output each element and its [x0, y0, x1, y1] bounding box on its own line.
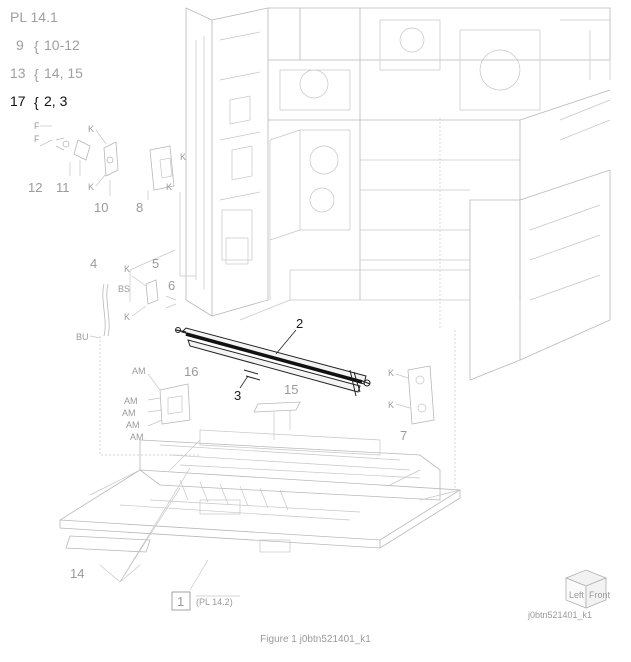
fastener-f: F [34, 121, 40, 131]
printer-frame-drawing [99, 7, 611, 490]
legend-brace-icon: { [34, 38, 39, 54]
left-small-parts [39, 125, 119, 196]
callout-2: 2 [296, 316, 303, 331]
image-id-label: j0btn521401_k1 [528, 610, 593, 620]
callout-12: 12 [28, 180, 42, 195]
lower-tray-drawing [58, 429, 462, 553]
part-15-sheet [253, 401, 301, 440]
part-16-bracket [147, 373, 191, 427]
fastener-k: K [88, 182, 94, 192]
fastener-am: AM [124, 396, 138, 406]
callout-11: 11 [56, 180, 70, 195]
legend-row-9-num: 9 [16, 37, 24, 53]
callout-3: 3 [234, 388, 241, 403]
orientation-front-label: Front [589, 590, 611, 600]
legend-brace-icon: { [34, 94, 39, 110]
legend-row-13-num: 13 [10, 65, 26, 81]
parts-4-5-6 [89, 275, 177, 339]
callout-14: 14 [70, 566, 84, 581]
callout-7: 7 [400, 428, 407, 443]
fastener-k: K [388, 368, 394, 378]
callout-1-reference: (PL 14.2) [196, 597, 233, 607]
callout-6: 6 [168, 278, 175, 293]
callout-4: 4 [90, 256, 97, 271]
fastener-k: K [124, 312, 130, 322]
part-1-leader [189, 559, 240, 597]
orientation-cube-icon: Left Front [564, 569, 611, 609]
fastener-k: K [88, 124, 94, 134]
part-7-bracket [395, 365, 435, 425]
part-2-detack-saw [175, 327, 371, 397]
legend-row-17-refs: 2, 3 [44, 93, 68, 109]
fastener-k: K [180, 152, 186, 162]
fastener-k: K [388, 400, 394, 410]
parts-list-legend: PL 14.1 9 { 10-12 13 { 14, 15 17 { 2, 3 [10, 9, 83, 110]
legend-row-9-refs: 10-12 [44, 37, 80, 53]
part-8-bracket [147, 145, 175, 200]
legend-row-17-num: 17 [10, 93, 26, 109]
fastener-am: AM [130, 432, 144, 442]
fastener-am: AM [122, 408, 136, 418]
fastener-k: K [166, 182, 172, 192]
callout-labels: 2 3 4 5 6 7 8 10 11 12 14 15 16 1 (PL 14… [28, 180, 407, 611]
fastener-am: AM [126, 420, 140, 430]
legend-brace-icon: { [34, 66, 39, 82]
figure-caption: Figure 1 j0btn521401_k1 [260, 634, 371, 645]
callout-8: 8 [136, 200, 143, 215]
pl-label: PL 14.1 [10, 9, 58, 25]
callout-15: 15 [284, 382, 298, 397]
callout-10: 10 [94, 200, 108, 215]
callout-1: 1 [177, 594, 184, 609]
orientation-left-label: Left [569, 590, 585, 600]
callout-5: 5 [152, 256, 159, 271]
legend-row-13-refs: 14, 15 [44, 65, 83, 81]
fastener-bu: BU [76, 332, 89, 342]
part-3-clip [243, 369, 261, 381]
fastener-bs: BS [118, 284, 130, 294]
fastener-f: F [34, 134, 40, 144]
fastener-labels: F F K K K K K BS K BU AM AM AM AM AM K K [34, 121, 394, 442]
fastener-am: AM [132, 366, 146, 376]
part-14-sheet [65, 467, 191, 583]
callout-16: 16 [184, 364, 198, 379]
fastener-k: K [124, 264, 130, 274]
